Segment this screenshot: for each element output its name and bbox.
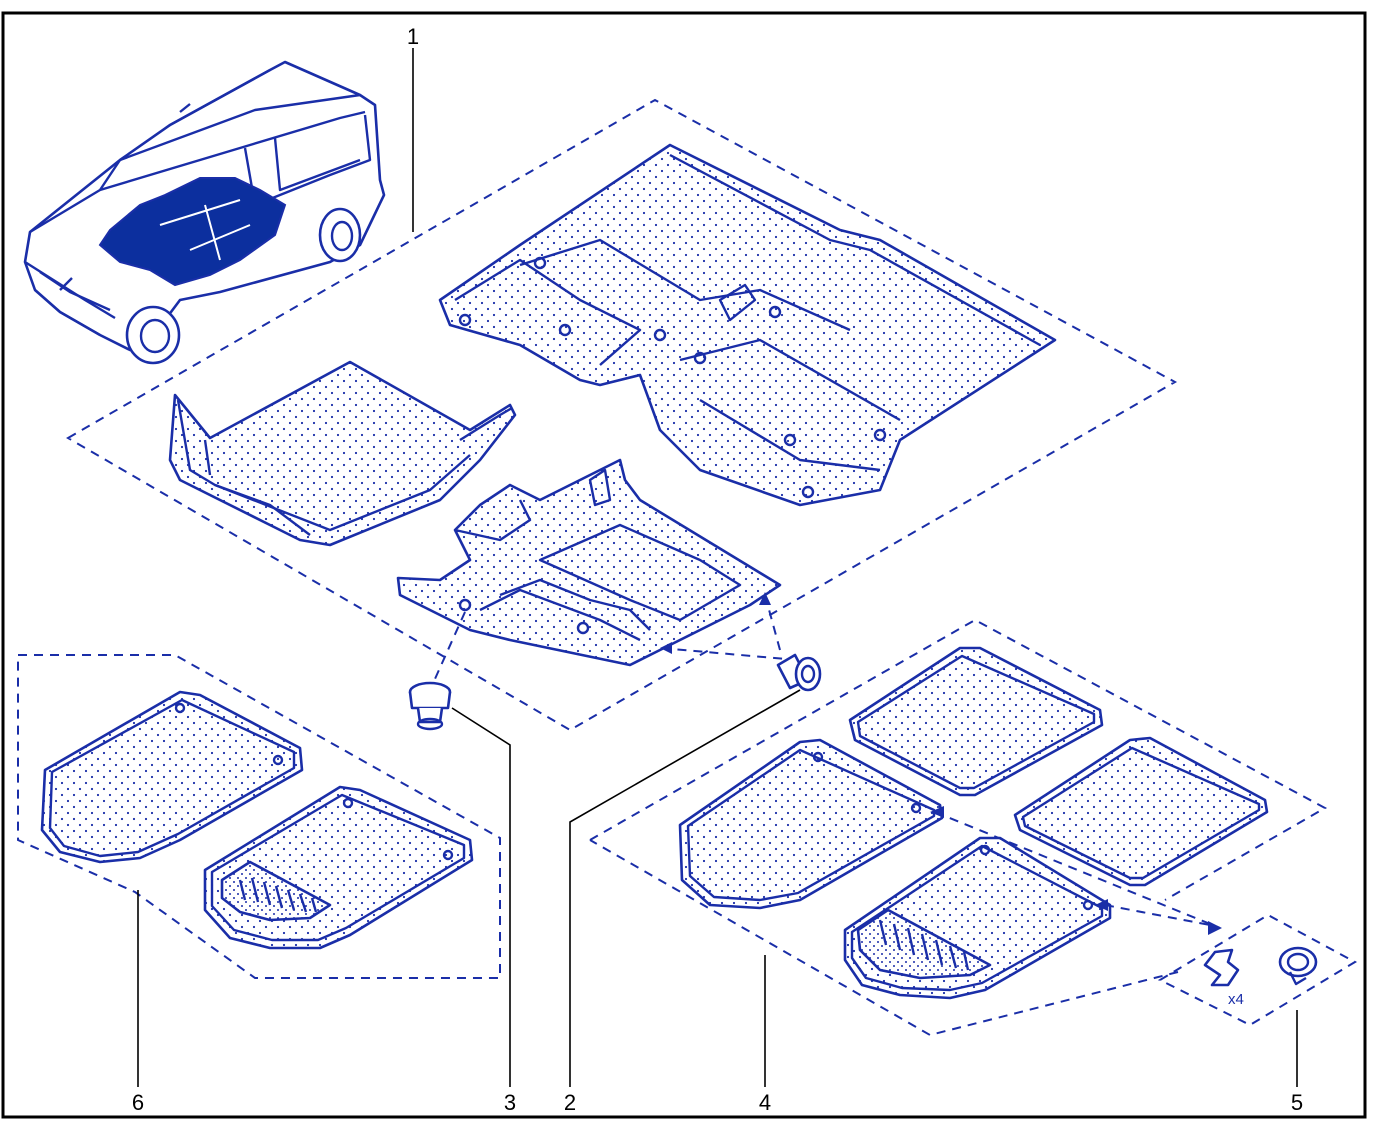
arrow-head (1095, 899, 1108, 911)
callout-2: 2 (564, 1090, 576, 1115)
callout-6: 6 (132, 1090, 144, 1115)
callout-5: 5 (1291, 1090, 1303, 1115)
rubber-mat-4a (678, 738, 944, 910)
arrow-head (1208, 921, 1222, 935)
callout-4: 4 (759, 1090, 771, 1115)
mat-clip-part-5b (1278, 946, 1318, 986)
fastener-path-3 (429, 611, 466, 691)
group-outline-1 (66, 98, 1178, 732)
fastener-path-2a (659, 647, 799, 661)
clip-part-2 (776, 653, 822, 692)
clip-part-3 (408, 681, 452, 731)
rubber-mat-6a (40, 690, 304, 864)
leader-line-3 (451, 707, 511, 1087)
leader-line-2 (569, 689, 801, 1087)
mat-clip-part-5a (1203, 948, 1240, 987)
arrow-head (930, 806, 944, 818)
quantity-note: x4 (1228, 991, 1244, 1008)
callout-3: 3 (504, 1090, 516, 1115)
fastener-arrow-a (934, 811, 1221, 929)
group-outline-5 (1157, 913, 1358, 1027)
diagram-border (1, 11, 1367, 1119)
rubber-mat-4d (843, 836, 1112, 1000)
rubber-mat-4c (1013, 736, 1269, 887)
callout-1: 1 (407, 24, 419, 49)
rear-floor-carpet (438, 143, 1057, 507)
central-front-carpet (396, 458, 782, 667)
arrow-head (759, 592, 771, 605)
arrow-head (660, 642, 672, 654)
rubber-mat-4b (848, 646, 1104, 797)
highlighted-floor-area (98, 177, 287, 287)
left-front-carpet (168, 360, 517, 547)
group-outline-6 (17, 654, 501, 979)
vehicle-illustration (23, 60, 386, 365)
fastener-arrow-b (1104, 904, 1211, 926)
rubber-mat-6b (203, 785, 474, 950)
group-outline-4 (589, 618, 1328, 1037)
